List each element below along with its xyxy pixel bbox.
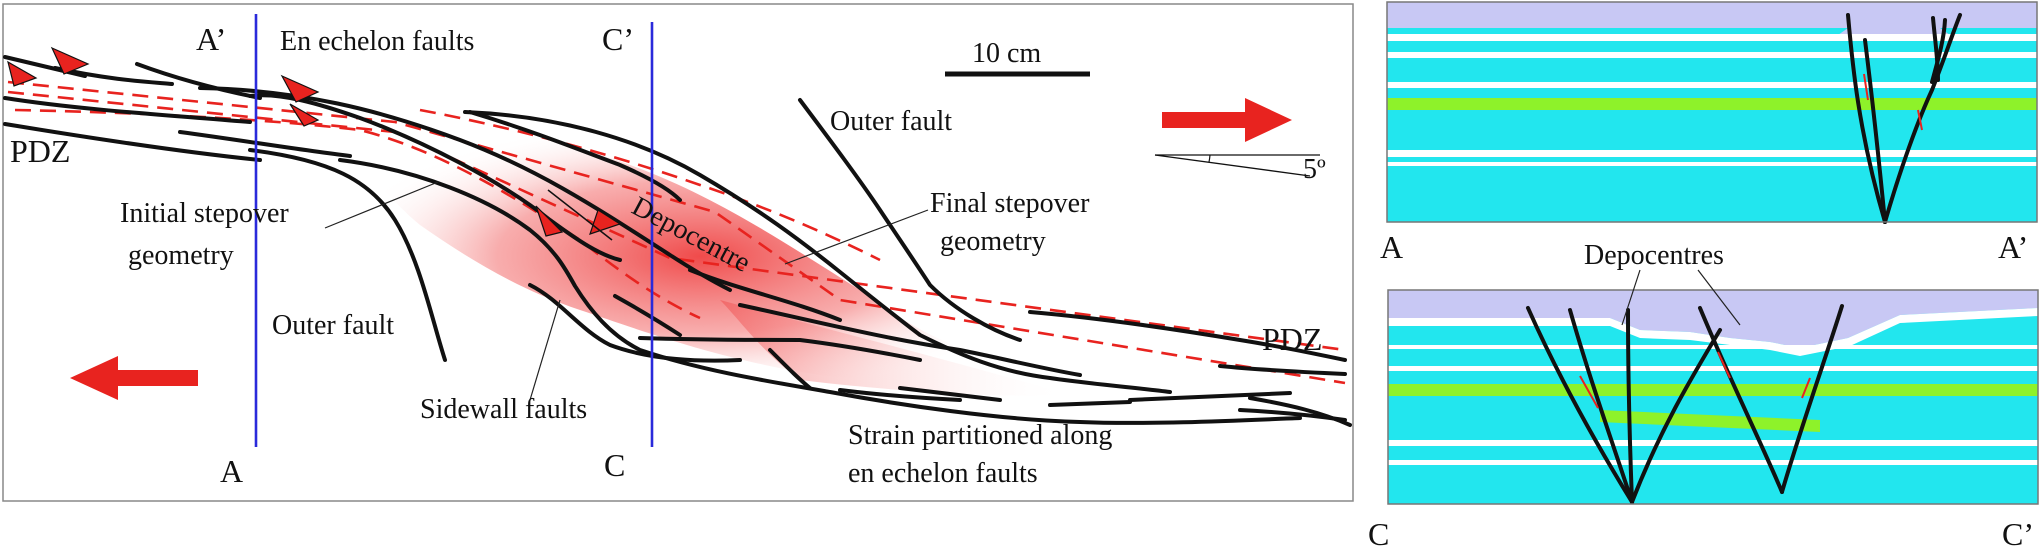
fault-trace	[135, 62, 262, 100]
sidewall-faults-label: Sidewall faults	[420, 394, 587, 425]
angle-label: 5º	[1303, 154, 1326, 185]
section-c-bottom-label: C	[604, 447, 625, 483]
outer-fault-upper-label: Outer fault	[830, 106, 952, 137]
fault-trace	[838, 388, 962, 402]
fault-trace	[463, 110, 1172, 394]
fault-trace	[198, 86, 732, 292]
fault-trace	[1248, 396, 1352, 427]
fault-trace	[798, 98, 1022, 342]
section-a-bottom-label: A	[220, 453, 243, 489]
strain-label-1: Strain partitioned along	[848, 420, 1112, 451]
final-stepover-label-1: Final stepover	[930, 188, 1090, 219]
strain-label-2: en echelon faults	[848, 458, 1038, 489]
map-panel: A’ En echelon faults C’ 10 cm PDZ Outer …	[2, 3, 1354, 502]
fault-trace	[898, 386, 1002, 402]
section-cc-right-label: C’	[2002, 516, 2034, 552]
slip-arrows	[7, 46, 622, 241]
fault-trace	[1128, 391, 1292, 402]
fault-trace	[688, 268, 842, 322]
leader-line	[529, 299, 561, 401]
section-aa-left-label: A	[1380, 229, 1403, 265]
angle-indicator	[1154, 154, 1320, 177]
fault-trace	[613, 294, 682, 337]
fault-trace	[528, 283, 742, 363]
fault-trace	[53, 66, 174, 86]
section-cc-basin-fill	[1388, 290, 2038, 348]
section-aa-marker-layer	[1387, 98, 2037, 110]
fault-trace	[738, 303, 1082, 377]
slip-arrow-icon	[7, 60, 38, 87]
final-stepover-label-2: geometry	[940, 226, 1046, 257]
fault-trace	[178, 130, 352, 158]
en-echelon-label: En echelon faults	[280, 26, 474, 57]
motion-arrow-right-icon	[1162, 98, 1292, 142]
fault-trace	[248, 93, 622, 262]
section-cc-panel: Depocentres C C’	[1368, 240, 2039, 552]
outer-fault-lower-label: Outer fault	[272, 310, 394, 341]
section-aa-basin-fill	[1387, 2, 2037, 28]
fault-trace	[1048, 400, 1132, 407]
section-aa-panel: A A’	[1380, 1, 2038, 265]
fault-trace	[248, 148, 447, 362]
stepover-dashed-lines	[7, 80, 1346, 385]
section-c-top-label: C’	[602, 21, 634, 57]
pdz-right-label: PDZ	[1262, 321, 1322, 357]
fault-trace	[638, 336, 922, 362]
slip-arrow-icon	[535, 205, 564, 237]
section-cc-faults	[1526, 304, 1844, 504]
section-aa-right-label: A’	[1998, 229, 2028, 265]
fault-trace	[1218, 364, 1347, 376]
fault-trace	[1028, 310, 1347, 362]
section-cc-marker-layer	[1388, 384, 2038, 396]
section-a-top-label: A’	[196, 21, 226, 57]
depocentre-shading	[330, 117, 1070, 396]
fault-trace	[338, 158, 1302, 425]
leader-line	[324, 181, 439, 229]
depocentres-label: Depocentres	[1584, 240, 1724, 271]
motion-arrow-left-icon	[70, 356, 198, 400]
slip-arrow-icon	[280, 74, 320, 103]
section-aa-faults	[1846, 13, 1962, 224]
fault-traces	[3, 55, 1352, 427]
fault-trace	[468, 110, 682, 202]
scale-label: 10 cm	[972, 38, 1041, 69]
initial-stepover-label-1: Initial stepover	[120, 198, 289, 229]
fault-trace	[3, 122, 262, 162]
slip-arrow-icon	[289, 103, 320, 127]
section-cc-left-label: C	[1368, 516, 1389, 552]
fault-trace	[768, 348, 812, 390]
leader-line	[784, 209, 929, 265]
initial-stepover-label-2: geometry	[128, 240, 234, 271]
pdz-left-label: PDZ	[10, 133, 70, 169]
fault-trace	[3, 96, 252, 124]
slip-arrow-icon	[50, 46, 90, 75]
